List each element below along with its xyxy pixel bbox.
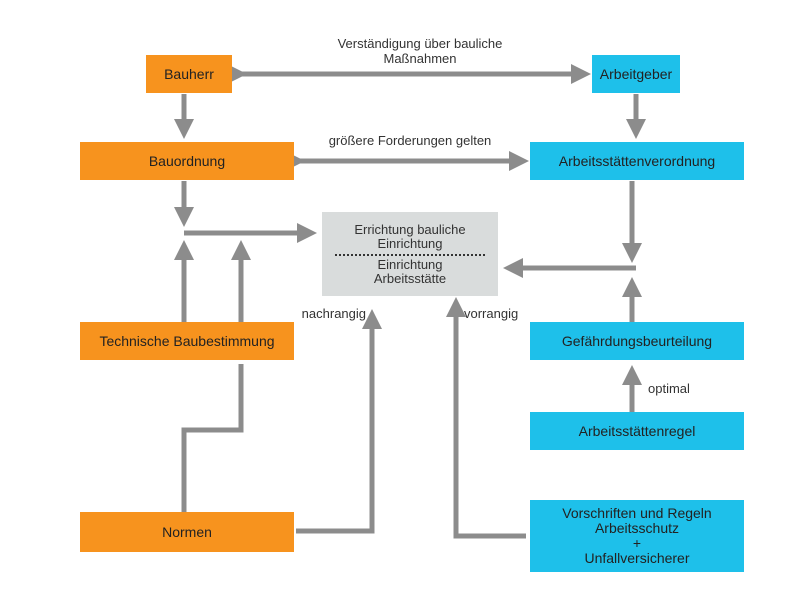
center-bottom-line2: Arbeitsstätte (373, 270, 447, 286)
node-vorschriften-line3: + (632, 535, 642, 551)
label-verstaendigung: Verständigung über bauliche Maßnahmen (300, 36, 540, 66)
node-vorschriften-line4: Unfallversicherer (584, 550, 690, 566)
node-gefaehrdungsbeurteilung: Gefährdungsbeurteilung (530, 322, 744, 360)
node-bauherr: Bauherr (146, 55, 232, 93)
node-vorschriften-line2: Arbeitsschutz (594, 520, 680, 536)
node-arbeitsstaettenregel-label: Arbeitsstättenregel (578, 422, 696, 439)
node-vorschriften: Vorschriften und Regeln Arbeitsschutz + … (530, 500, 744, 572)
label-verstaendigung-line1: Verständigung über bauliche (337, 36, 503, 51)
node-technische-baubestimmung-label: Technische Baubestimmung (99, 332, 275, 349)
label-vorrangig: vorrangig (464, 306, 519, 321)
label-nachrangig: nachrangig (301, 306, 366, 321)
node-technische-baubestimmung: Technische Baubestimmung (80, 322, 294, 360)
label-verstaendigung-line2: Maßnahmen (383, 51, 457, 66)
node-bauherr-label: Bauherr (164, 65, 214, 82)
node-arbeitsstaettenverordnung-label: Arbeitsstättenverordnung (558, 152, 716, 169)
node-bauordnung-label: Bauordnung (148, 152, 226, 169)
node-bauordnung: Bauordnung (80, 142, 294, 180)
label-groessere-forderungen: größere Forderungen gelten (328, 133, 492, 148)
node-normen-label: Normen (162, 523, 212, 540)
node-gefaehrdungsbeurteilung-label: Gefährdungsbeurteilung (561, 332, 713, 349)
node-arbeitsstaettenverordnung: Arbeitsstättenverordnung (530, 142, 744, 180)
label-optimal: optimal (648, 381, 690, 396)
node-vorschriften-line1: Vorschriften und Regeln (562, 505, 712, 521)
center-top-line2: Einrichtung (377, 235, 443, 251)
node-center-errichtung: Errichtung bauliche Einrichtung Einricht… (322, 212, 498, 296)
center-bottom-line1: Einrichtung (377, 256, 443, 272)
node-arbeitsstaettenregel: Arbeitsstättenregel (530, 412, 744, 450)
arrow-vorschriften-center (446, 297, 526, 539)
line-normen-tb (181, 364, 244, 512)
arrow-normen-center (296, 309, 382, 534)
center-top-line1: Errichtung bauliche (354, 221, 466, 237)
node-arbeitgeber: Arbeitgeber (592, 55, 680, 93)
node-normen: Normen (80, 512, 294, 552)
node-arbeitgeber-label: Arbeitgeber (599, 65, 673, 82)
center-dotted-divider (335, 253, 485, 256)
